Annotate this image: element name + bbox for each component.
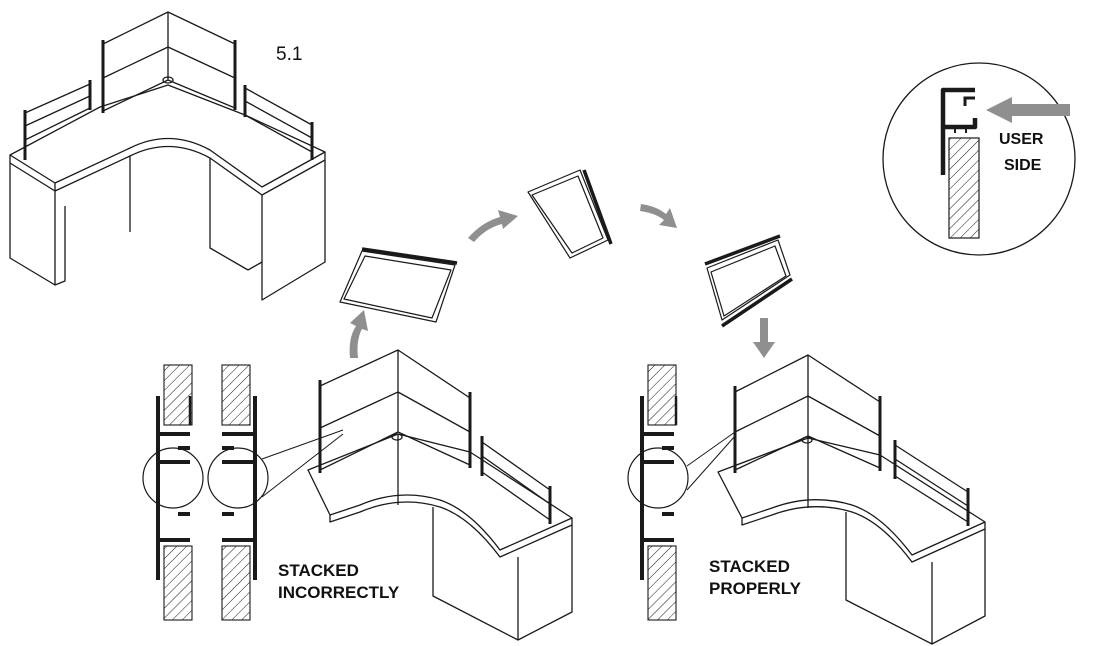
step-number: 5.1 bbox=[276, 44, 303, 65]
rotating-panel-3 bbox=[704, 234, 793, 328]
arrow-curve-down-icon bbox=[640, 204, 677, 228]
profiles-incorrect bbox=[142, 364, 344, 621]
stacked-properly-label-line1: STACKED bbox=[709, 557, 790, 576]
profiles-proper bbox=[627, 364, 736, 621]
user-side-label-line2: SIDE bbox=[1004, 157, 1042, 174]
workstation-top-left bbox=[9, 11, 326, 301]
arrow-left-icon bbox=[986, 97, 1070, 123]
user-side-label-line1: USER bbox=[999, 131, 1044, 148]
rotating-panel-1 bbox=[339, 247, 458, 323]
rotating-panel-2 bbox=[527, 169, 613, 259]
stacked-incorrectly-label-line2: INCORRECTLY bbox=[278, 583, 400, 602]
user-side-detail bbox=[882, 62, 1076, 256]
arrow-down-icon bbox=[753, 318, 775, 358]
workstation-bottom-center bbox=[307, 349, 573, 641]
stacked-properly-label-line2: PROPERLY bbox=[709, 579, 801, 598]
arrow-up-icon bbox=[349, 310, 368, 358]
stacked-incorrectly-label-line1: STACKED bbox=[278, 561, 359, 580]
workstation-bottom-right bbox=[717, 354, 986, 645]
arrow-curve-right-icon bbox=[468, 210, 518, 242]
